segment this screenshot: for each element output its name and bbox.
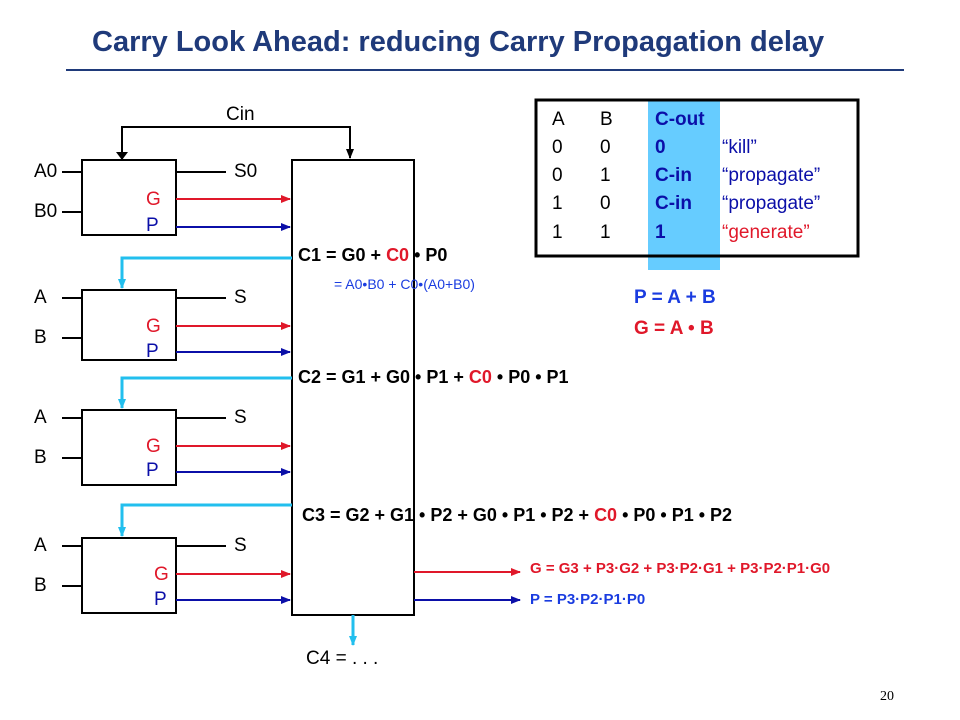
adder-cell-2 [62,409,291,486]
cell-3-b-label: B [34,575,47,596]
tt-row-3-cout: 1 [655,222,666,243]
tt-header-a: A [552,109,565,130]
tt-row-3-note: “generate” [722,222,810,243]
adder-cell-0 [62,159,291,236]
cell-2-s-label: S [234,407,247,428]
cell-3-s-label: S [234,535,247,556]
cell-0-a-label: A0 [34,161,58,182]
cell-1-b-label: B [34,327,47,348]
tt-row-2-a: 1 [552,193,563,214]
tt-header-b: B [600,109,613,130]
carry-wire-c2 [118,376,292,409]
cell-1-s-label: S [234,287,247,308]
cell-1-a-label: A [34,287,47,308]
tt-row-0-a: 0 [552,137,563,158]
cell-1-g-label: G [146,316,161,337]
cell-0-b-label: B0 [34,201,58,222]
cout-column-highlight [648,100,720,270]
tt-row-1-cout: C-in [655,165,692,186]
cin-label: Cin [226,104,255,125]
tt-row-1-a: 0 [552,165,563,186]
truth-table-frame [534,98,860,258]
tt-row-2-note: “propagate” [722,193,821,214]
carry-wire-c1 [118,256,292,289]
tt-row-1-note: “propagate” [722,165,821,186]
carry-wire-c3 [118,503,292,537]
cell-2-g-label: G [146,436,161,457]
tt-row-3-b: 1 [600,222,611,243]
p-definition: P = A + B [634,287,716,308]
tt-row-1-b: 1 [600,165,611,186]
cell-3-g-label: G [154,564,169,585]
cell-3-a-label: A [34,535,47,556]
cell-0-s-label: S0 [234,161,258,182]
group-p-equation: P = P3·P2·P1·P0 [530,591,646,608]
tt-header-cout: C-out [655,109,705,130]
lookahead-unit [291,159,415,616]
tt-row-0-note: “kill” [722,137,757,158]
adder-cell-3 [62,537,291,614]
cell-0-g-label: G [146,189,161,210]
cell-3-p-label: P [154,589,167,610]
cell-2-p-label: P [146,460,159,481]
cell-2-b-label: B [34,447,47,468]
g-definition: G = A • B [634,318,714,339]
cell-1-p-label: P [146,341,159,362]
equation-c1: C1 = G0 + C0 • P0 [298,245,448,265]
tt-row-2-cout: C-in [655,193,692,214]
adder-cell-1 [62,289,291,361]
tt-row-2-b: 0 [600,193,611,214]
page-number: 20 [880,689,894,704]
tt-row-3-a: 1 [552,222,563,243]
cell-2-a-label: A [34,407,47,428]
tt-row-0-cout: 0 [655,137,666,158]
c4-label: C4 = . . . [306,648,379,669]
equation-c3: C3 = G2 + G1 • P2 + G0 • P1 • P2 + C0 • … [302,505,733,525]
equation-c2: C2 = G1 + G0 • P1 + C0 • P0 • P1 [298,367,569,387]
page-title: Carry Look Ahead: reducing Carry Propaga… [92,26,825,58]
cin-wire [121,126,354,160]
tt-row-0-b: 0 [600,137,611,158]
equation-c1-expansion: = A0•B0 + C0•(A0+B0) [334,276,475,292]
group-g-equation: G = G3 + P3·G2 + P3·P2·G1 + P3·P2·P1·G0 [530,560,831,577]
cell-0-p-label: P [146,215,159,236]
